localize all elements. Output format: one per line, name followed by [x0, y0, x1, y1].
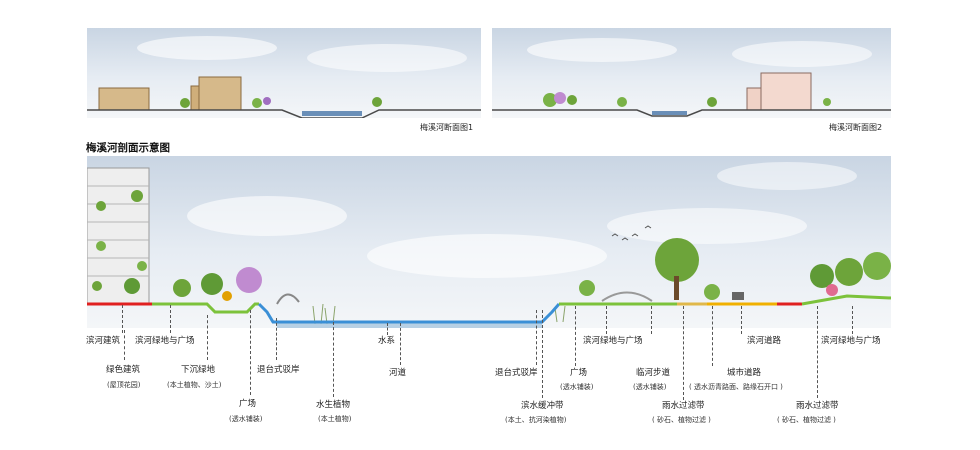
- leader-line: [387, 323, 388, 335]
- leader-line: [333, 322, 334, 397]
- tree-icon: [655, 238, 699, 282]
- label-rain-filter-2-sub: ( 砂石、植物过滤 ): [777, 416, 836, 424]
- tree-icon: [835, 258, 863, 286]
- label-riverside-walk: 临河步道: [636, 368, 671, 378]
- car-icon: [732, 292, 744, 300]
- leader-line: [400, 323, 401, 365]
- leader-line: [741, 306, 742, 334]
- label-rain-filter-1-sub: ( 砂石、植物过滤 ): [652, 416, 711, 424]
- building-icon: [198, 76, 242, 111]
- leader-line: [683, 306, 684, 400]
- water-line: [257, 302, 561, 324]
- tree-icon: [810, 264, 834, 288]
- tree-icon: [823, 98, 831, 106]
- label-buffer-zone: 滨水缓冲带: [521, 401, 564, 411]
- label-riverside-walk-sub: (透水铺装): [633, 383, 667, 391]
- label-city-road-sub: ( 透水沥青路面、路缘石开口 ): [689, 383, 783, 391]
- label-rain-filter-2: 雨水过滤带: [796, 401, 839, 411]
- tree-icon: [617, 97, 627, 107]
- label-plaza-1-sub: (透水铺装): [229, 415, 263, 423]
- building-icon: [746, 87, 762, 111]
- label-river-channel: 河道: [389, 368, 407, 378]
- label-green-building: 绿色建筑: [106, 365, 141, 375]
- label-riverside-green-2: 滨河绿地与广场: [583, 336, 643, 346]
- tree-icon: [567, 95, 577, 105]
- leader-line: [122, 305, 123, 333]
- canopy-icon: [276, 293, 300, 305]
- tree-icon: [201, 273, 223, 295]
- leader-line: [170, 305, 171, 333]
- ground-green-left: [152, 302, 259, 314]
- main-title: 梅溪河剖面示意图: [86, 142, 170, 154]
- birds-icon: [611, 225, 652, 241]
- leader-line: [542, 310, 543, 398]
- leader-line: [651, 306, 652, 334]
- tree-icon: [543, 93, 557, 107]
- tree-icon: [252, 98, 262, 108]
- label-plaza-1: 广场: [239, 399, 257, 409]
- section-2-caption: 梅溪河断面图2: [829, 123, 883, 132]
- leader-line: [575, 306, 576, 366]
- tree-icon: [180, 98, 190, 108]
- label-plaza-2: 广场: [570, 368, 588, 378]
- label-riverside-building: 滨河建筑: [86, 336, 121, 346]
- section-1-caption: 梅溪河断面图1: [420, 123, 474, 132]
- tree-icon: [863, 252, 891, 280]
- label-riverside-green-1: 滨河绿地与广场: [135, 336, 195, 346]
- building-icon: [760, 72, 812, 111]
- label-rain-filter-1: 雨水过滤带: [662, 401, 705, 411]
- label-aquatic-plants-sub: (本土植物): [318, 415, 352, 423]
- leader-line: [606, 306, 607, 334]
- label-sunken-green-sub: (本土植物、沙土): [167, 381, 222, 389]
- label-city-road: 城市道路: [727, 368, 762, 378]
- leader-line: [852, 306, 853, 334]
- section-2-drawing: [492, 38, 891, 117]
- leader-line: [250, 310, 251, 395]
- label-sunken-green: 下沉绿地: [181, 365, 216, 375]
- main-section-panel: [86, 156, 892, 328]
- label-buffer-zone-sub: (本土、抗河染植物): [505, 416, 567, 424]
- section-1-panel: [87, 28, 481, 119]
- label-plaza-2-sub: (透水铺装): [560, 383, 594, 391]
- leader-line: [207, 315, 208, 360]
- label-aquatic-plants: 水生植物: [316, 400, 351, 410]
- label-riverside-road: 滨河道路: [747, 336, 782, 346]
- tree-icon: [263, 97, 271, 105]
- leader-line: [124, 330, 125, 360]
- tree-icon: [707, 97, 717, 107]
- tree-icon: [579, 280, 595, 296]
- building-icon: [98, 87, 150, 111]
- section-2-panel: [492, 28, 891, 118]
- label-water-system: 水系: [378, 336, 396, 346]
- label-green-building-sub: (屋顶花园): [107, 381, 141, 389]
- leader-line: [536, 310, 537, 365]
- label-riverside-green-3: 滨河绿地与广场: [821, 336, 881, 346]
- building-icon: [190, 85, 200, 111]
- bridge-icon: [601, 291, 653, 302]
- leader-line: [712, 306, 713, 366]
- tree-icon: [173, 279, 191, 297]
- label-terraced-bank-2: 退台式驳岸: [495, 368, 538, 378]
- label-terraced-bank-1: 退台式驳岸: [257, 365, 300, 375]
- tree-icon: [236, 267, 262, 293]
- section-1-drawing: [87, 36, 481, 119]
- tree-icon: [554, 92, 566, 104]
- ground-green-right: [801, 294, 892, 306]
- leader-line: [817, 306, 818, 398]
- tree-icon: [704, 284, 720, 300]
- main-section-drawing: [86, 162, 892, 328]
- tree-icon: [372, 97, 382, 107]
- leader-line: [276, 318, 277, 360]
